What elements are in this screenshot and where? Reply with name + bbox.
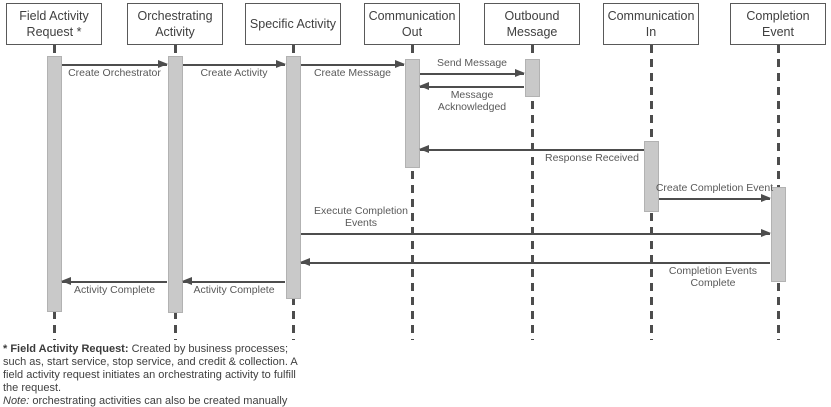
- actor-communication-out: Communication Out: [364, 3, 460, 45]
- message-label: Activity Complete: [193, 284, 275, 296]
- message-label: Activity Complete: [73, 284, 156, 296]
- actor-specific-activity: Specific Activity: [245, 3, 341, 45]
- arrowhead-left-icon: [300, 258, 310, 267]
- lifeline-outbound-message: [530, 45, 534, 340]
- arrowhead-right-icon: [395, 60, 405, 69]
- message-line: [183, 281, 285, 283]
- actor-label: Completion Event: [746, 8, 810, 40]
- activation-outbound-message: [524, 59, 540, 97]
- message-label: Response Received: [545, 152, 639, 164]
- actor-orchestrating-activity: Orchestrating Activity: [127, 3, 223, 45]
- actor-label: Outbound Message: [504, 8, 560, 40]
- arrowhead-left-icon: [61, 277, 71, 286]
- actor-label: Communication Out: [368, 8, 456, 40]
- footnote-bold-prefix: * Field Activity Request:: [3, 343, 129, 355]
- arrowhead-right-icon: [515, 69, 525, 78]
- activation-completion-event: [770, 187, 786, 282]
- activation-communication-in: [643, 141, 659, 212]
- message-line: [62, 281, 167, 283]
- message-line: [420, 73, 524, 75]
- arrowhead-left-icon: [419, 82, 429, 91]
- message-label: Create Orchestrator: [68, 67, 161, 79]
- message-line: [420, 86, 524, 88]
- message-line: [183, 64, 285, 66]
- actor-label: Specific Activity: [249, 16, 337, 31]
- arrowhead-right-icon: [761, 229, 771, 238]
- actor-field-activity-request: Field Activity Request *: [6, 3, 102, 45]
- footnote-note-label: Note:: [3, 394, 30, 407]
- message-line: [301, 233, 770, 235]
- footnote-body: Created by business processes; such as, …: [3, 343, 298, 394]
- actor-completion-event: Completion Event: [730, 3, 826, 45]
- footnote-note-body: orchestrating activities can also be cre…: [32, 394, 288, 407]
- arrowhead-left-icon: [182, 277, 192, 286]
- message-line: [659, 198, 770, 200]
- activation-field-activity-request: [46, 56, 62, 312]
- arrowhead-right-icon: [158, 60, 168, 69]
- message-label: Create Activity: [200, 67, 268, 79]
- actor-outbound-message: Outbound Message: [484, 3, 580, 45]
- arrowhead-right-icon: [276, 60, 286, 69]
- message-line: [301, 262, 770, 264]
- lifeline-communication-out: [410, 45, 414, 340]
- message-label: Completion Events Complete: [668, 265, 758, 289]
- activation-orchestrating-activity: [167, 56, 183, 313]
- actor-label: Field Activity Request *: [19, 8, 89, 40]
- actor-communication-in: Communication In: [603, 3, 699, 45]
- message-line: [301, 64, 404, 66]
- actor-label: Communication In: [607, 8, 695, 40]
- actor-label: Orchestrating Activity: [137, 8, 213, 40]
- footnote: * Field Activity Request: Created by bus…: [3, 343, 299, 407]
- message-label: Send Message: [436, 56, 508, 69]
- arrowhead-right-icon: [761, 194, 771, 203]
- message-line: [62, 64, 167, 66]
- activation-communication-out: [404, 59, 420, 168]
- arrowhead-left-icon: [419, 145, 429, 154]
- activation-specific-activity: [285, 56, 301, 299]
- message-label: Create Completion Event: [655, 181, 774, 194]
- message-label: Create Message: [313, 67, 392, 79]
- message-line: [420, 149, 644, 151]
- message-label: Execute Completion Events: [314, 205, 408, 229]
- message-label: Message Acknowledged: [437, 89, 507, 113]
